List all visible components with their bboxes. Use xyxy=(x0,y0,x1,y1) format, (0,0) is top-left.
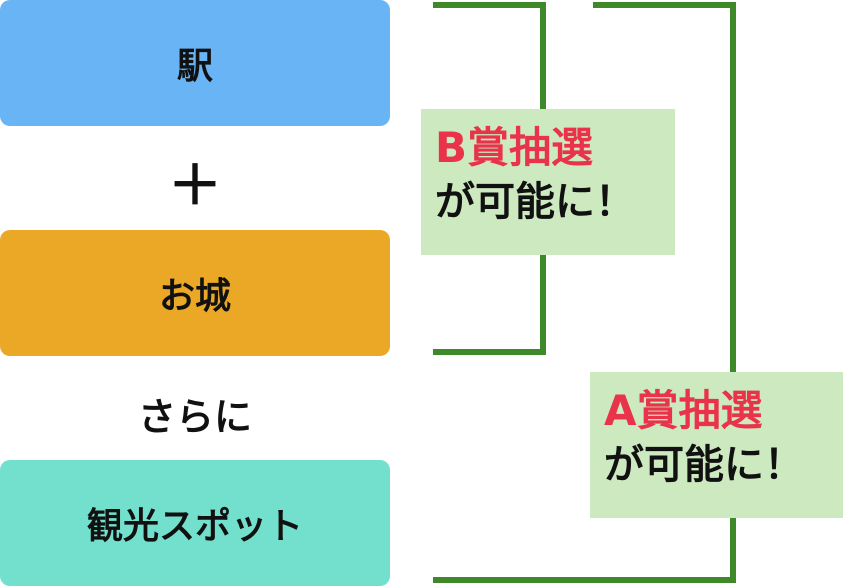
bracket-a xyxy=(433,2,736,583)
station-box: 駅 xyxy=(0,0,390,126)
additionally-connector: さらに xyxy=(137,394,252,439)
prize-b-suffix: が可能に！ xyxy=(435,179,635,225)
castle-box: お城 xyxy=(0,230,390,356)
sightseeing-spot-label: 観光スポット xyxy=(86,506,303,547)
prize-a-suffix: が可能に！ xyxy=(604,442,804,488)
station-label: 駅 xyxy=(176,46,213,87)
sightseeing-spot-box: 観光スポット xyxy=(0,460,390,586)
prize-a-title: A賞抽選 xyxy=(604,386,763,435)
castle-label: お城 xyxy=(158,276,231,317)
prize-b-title: B賞抽選 xyxy=(435,123,594,172)
prize-a-callout: A賞抽選 が可能に！ xyxy=(590,372,843,518)
plus-connector: ＋ xyxy=(168,154,222,217)
prize-b-callout: B賞抽選 が可能に！ xyxy=(421,109,675,255)
